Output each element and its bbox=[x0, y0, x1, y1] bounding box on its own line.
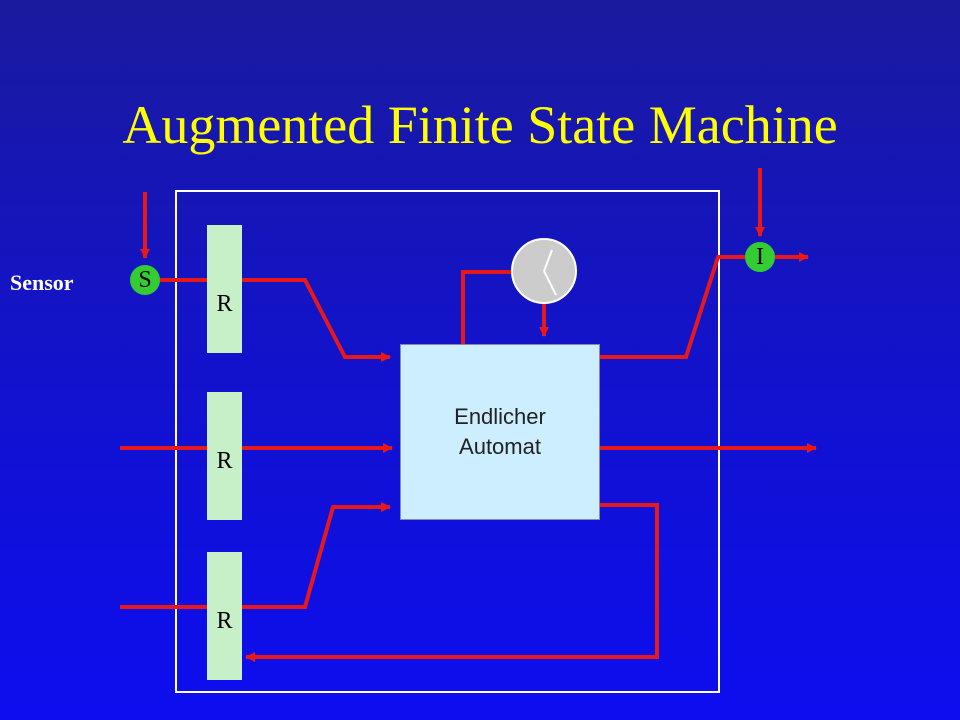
inhibitor-node-i: I bbox=[745, 242, 775, 272]
finite-state-machine-box: Endlicher Automat bbox=[400, 344, 600, 520]
fsm-label-line1: Endlicher bbox=[454, 404, 546, 429]
sensor-label: Sensor bbox=[10, 270, 74, 295]
clock-icon bbox=[511, 238, 577, 304]
afsm-boundary bbox=[175, 190, 720, 693]
slide-title: Augmented Finite State Machine bbox=[122, 95, 838, 155]
suppressor-node-s: S bbox=[130, 265, 160, 295]
register1-to-fsm-wire bbox=[242, 278, 391, 362]
register-3-label: R bbox=[216, 607, 233, 634]
feedback-wire bbox=[245, 503, 659, 662]
fsm-label-line2: Automat bbox=[459, 434, 541, 459]
register-2: R bbox=[207, 392, 242, 520]
register-2-label: R bbox=[216, 447, 233, 474]
register-3: R bbox=[207, 552, 242, 680]
fsm-to-inhibitor-wire bbox=[600, 255, 745, 359]
register-1: R bbox=[207, 225, 242, 353]
register-1-label: R bbox=[216, 290, 233, 317]
register3-to-fsm-wire bbox=[242, 502, 391, 609]
fsm-to-clock-wire bbox=[461, 270, 512, 344]
